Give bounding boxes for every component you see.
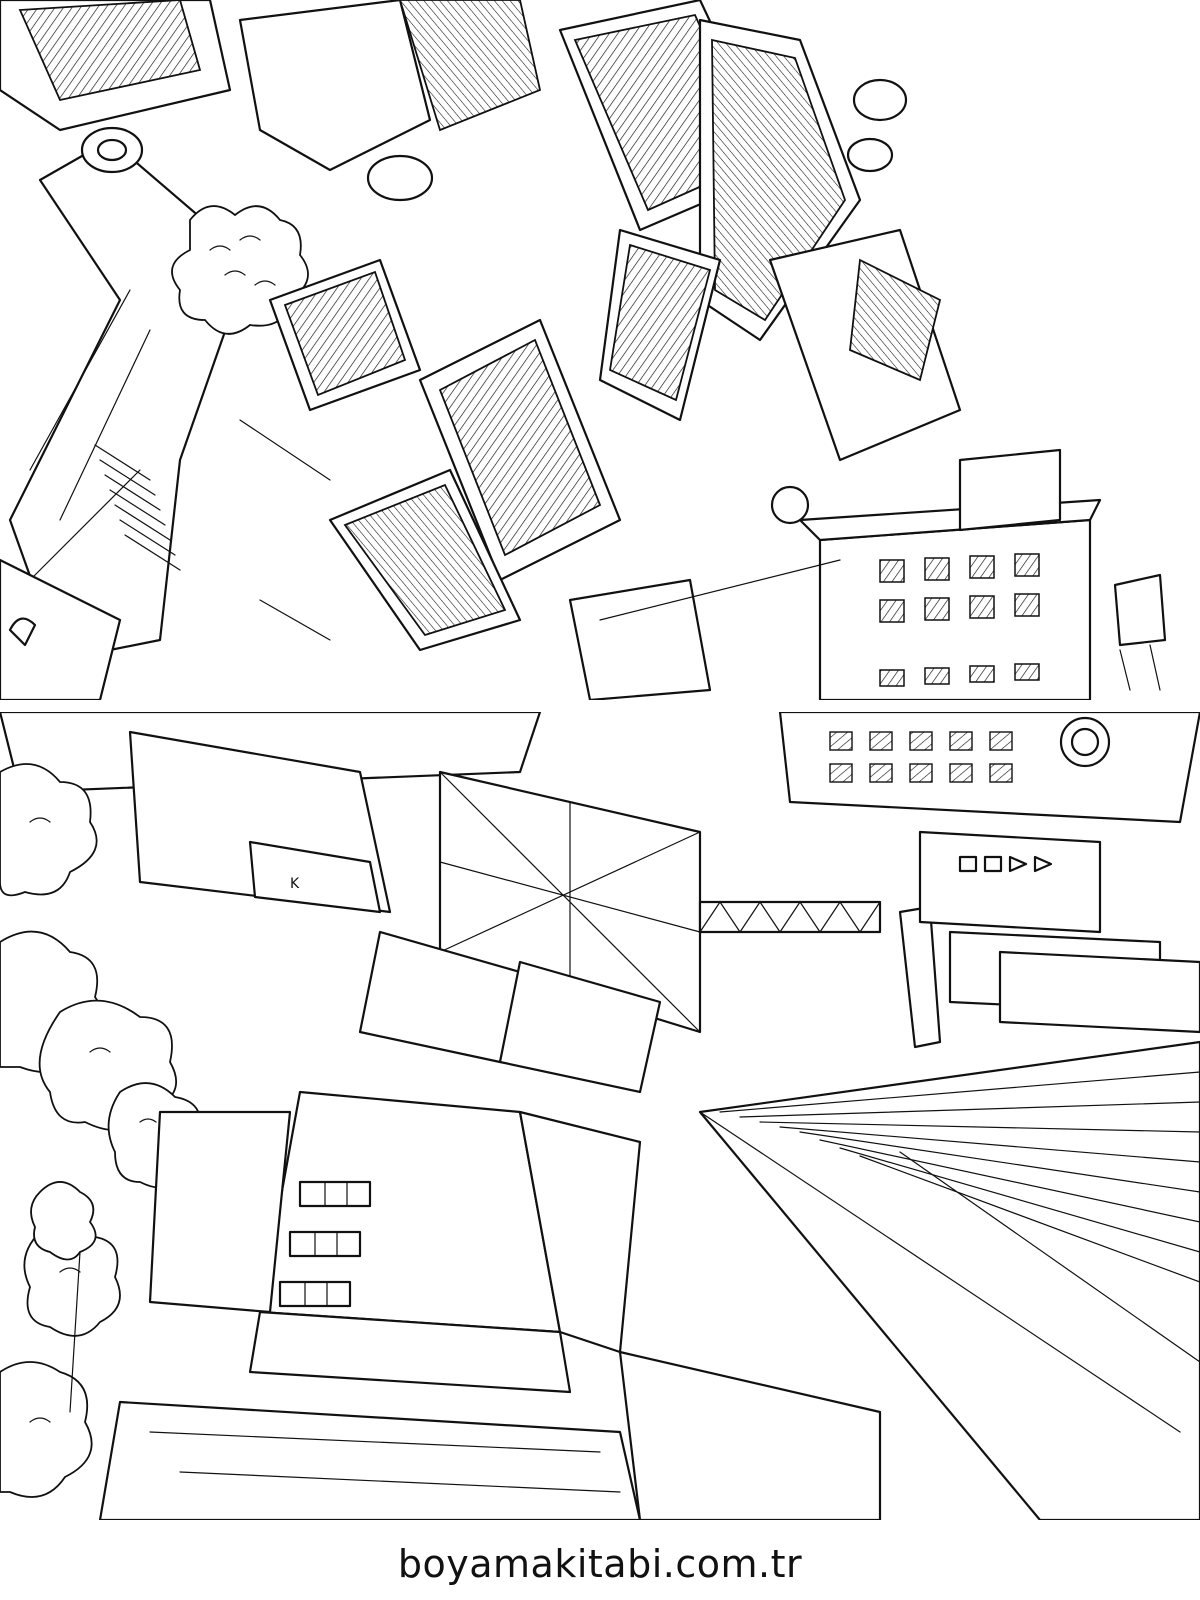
panel-gutter: [0, 700, 1200, 712]
building-block: [0, 558, 122, 700]
tower-roof: [698, 1040, 1200, 1520]
satellite-dish: [770, 485, 810, 525]
tree-row: [0, 763, 206, 1498]
water-tower: [1113, 573, 1167, 647]
water-tank: [852, 78, 908, 122]
office-building: [798, 498, 1102, 700]
building-block: [148, 1110, 292, 1314]
building-block: [98, 1400, 642, 1520]
building-block: [958, 448, 1062, 532]
watermark-text: boyamakitabi.com.tr: [397, 1542, 803, 1586]
bottom-illustration-panel: K: [0, 712, 1200, 1520]
billboard-frame: [358, 770, 702, 1094]
building-block: [568, 578, 712, 700]
crosswalk-stripes: [94, 444, 181, 571]
roof-hatched: [399, 0, 542, 132]
tree-palm: [30, 1181, 97, 1261]
water-tank: [846, 137, 894, 173]
water-tank: [366, 154, 434, 202]
building-block: [918, 830, 1102, 934]
central-tower: [248, 1090, 572, 1394]
top-illustration-panel: [0, 0, 1200, 700]
building-block: [618, 1350, 882, 1520]
window-row: [829, 731, 1013, 783]
bottom-cityscape-drawing: K: [0, 712, 1200, 1520]
building-roof: [238, 0, 432, 172]
roof-hatched: [18, 0, 202, 102]
building-block: [998, 950, 1200, 1034]
svg-text:K: K: [290, 876, 300, 892]
sign-shapes: [958, 855, 1053, 873]
top-cityscape-drawing: [0, 0, 1167, 700]
crane-arm: [898, 905, 942, 1049]
